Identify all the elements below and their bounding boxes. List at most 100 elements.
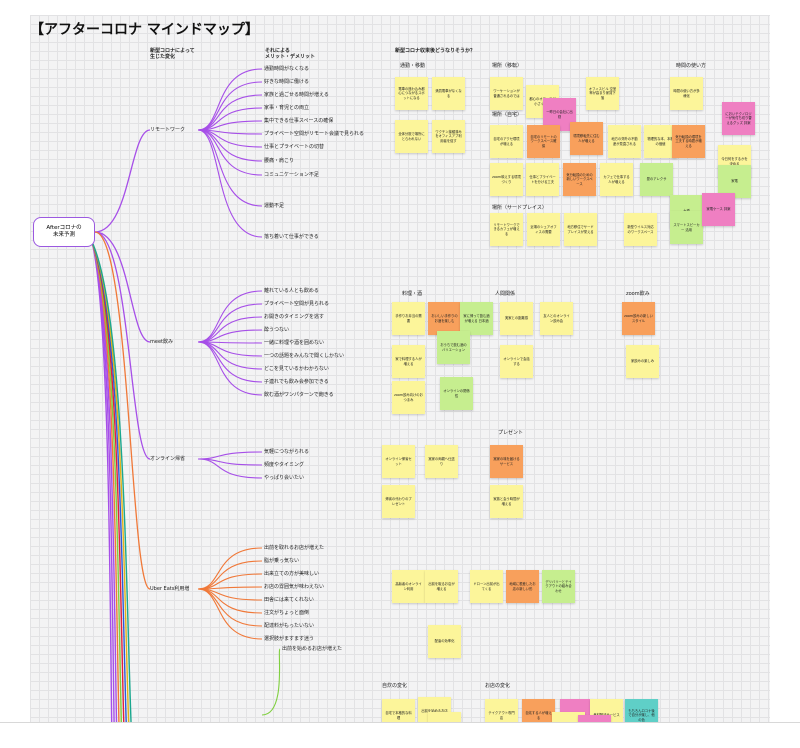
- sticky-note[interactable]: 家に帰って飲む酒が増える 日本酒: [460, 302, 493, 335]
- root-node[interactable]: Afterコロナの 未来予測: [33, 217, 95, 247]
- sticky-note[interactable]: 家族と会う時間が増える: [490, 485, 523, 518]
- sticky-note[interactable]: 満員電車がなくなる: [432, 77, 465, 110]
- sticky-note[interactable]: 高齢者のオンライン利用: [392, 570, 425, 603]
- sticky-note[interactable]: 物理的な本、本棚の価値: [644, 125, 677, 158]
- sticky-note[interactable]: ワーケーションが普通されるのでは: [490, 77, 523, 110]
- branch-item[interactable]: 出前を始めるお店が増えた: [282, 646, 343, 652]
- sticky-note[interactable]: 地域に根差したお店の新しい形: [506, 570, 539, 603]
- branch-item[interactable]: 好きな時間に働ける: [264, 79, 310, 85]
- section-zoom: zoom飲み: [626, 291, 650, 297]
- branch-item[interactable]: やっぱり会いたい: [264, 475, 305, 481]
- branch-item[interactable]: お店の雰囲気が味わえない: [264, 584, 325, 590]
- sticky-note[interactable]: 地方の郊外の不動産が見直される: [608, 125, 641, 158]
- sticky-note[interactable]: 実家の味を届けるサービス: [490, 445, 523, 478]
- sticky-note[interactable]: オンライン帰省セット: [382, 445, 415, 478]
- sticky-note[interactable]: 家飲みの楽しみ: [626, 345, 659, 378]
- sticky-note[interactable]: 実家との距離感: [500, 302, 533, 335]
- sticky-note[interactable]: リモートワークできるカフェが増える: [490, 213, 523, 246]
- sticky-note[interactable]: 新型ウイルス対応のワークスペース: [624, 213, 657, 246]
- sticky-note[interactable]: おうちで飲む酒のバリエーション: [437, 331, 470, 364]
- branch-item[interactable]: 運動不足: [264, 203, 285, 209]
- sticky-note[interactable]: オフィスビル 空室率が高まり家賃下落: [586, 77, 619, 110]
- mindmap-board[interactable]: 【アフターコロナ マインドマップ】 Afterコロナの 未来予測 新型コロナによ…: [30, 15, 770, 747]
- section-time: 時間の使い方: [676, 63, 707, 69]
- sticky-note[interactable]: カフェで仕事する人が増える: [600, 163, 633, 196]
- branch-item[interactable]: 出前を取れるお店が増えた: [264, 545, 325, 551]
- section-place-office: 場所（移転）: [492, 63, 523, 69]
- branch-item[interactable]: 選択肢がますます迷う: [264, 636, 315, 642]
- branch-item[interactable]: 腰痛・肩こり: [264, 158, 295, 164]
- sticky-note[interactable]: 仕事とプライベートを分ける工夫: [526, 163, 559, 196]
- branch-item[interactable]: 離れている人とも飲める: [264, 288, 319, 294]
- sticky-note[interactable]: zoom飲みの新しいスタイル: [622, 302, 655, 335]
- branch-item[interactable]: 飲む酒がワンパターンで飽きる: [264, 392, 334, 398]
- sticky-note[interactable]: 出前を取るお店が増える: [425, 570, 458, 603]
- sticky-note[interactable]: 電車の座わ込み都心につながるスポットになる: [395, 77, 428, 110]
- sticky-note[interactable]: 自宅のアクセ環境が増える: [490, 125, 523, 158]
- branch-label[interactable]: リモートワーク: [150, 127, 186, 133]
- branch-label[interactable]: Uber Eats利用増: [150, 586, 190, 592]
- branch-label[interactable]: meet飲み: [150, 339, 173, 345]
- header-future: 新型コロナ収束後どうなりそうか？: [395, 48, 476, 54]
- branch-item[interactable]: お開きのタイミングを逃す: [264, 314, 325, 320]
- section-shop: お店の変化: [485, 683, 511, 689]
- sticky-note[interactable]: 環境移転先に住む人が増える: [570, 122, 603, 155]
- sticky-note[interactable]: 気分転換の環境を工夫する時間が増える: [672, 125, 705, 158]
- branch-item[interactable]: どこを見ているかわからない: [264, 366, 329, 372]
- branch-item[interactable]: 田舎には来てくれない: [264, 597, 314, 603]
- branch-item[interactable]: 落ち着いて仕事ができる: [264, 234, 319, 240]
- sticky-note[interactable]: 家電ケース 評案: [702, 193, 735, 226]
- branch-item[interactable]: 子連れでも飲み会参加できる: [264, 379, 329, 385]
- branch-item[interactable]: 仕事とプライベートの切替: [264, 144, 325, 150]
- sticky-note[interactable]: スマートスピーカー 活用: [670, 211, 703, 244]
- sticky-note[interactable]: デリバリーとテイクアウトの組み合わせ: [542, 570, 575, 603]
- branch-item[interactable]: 配達料がもったいない: [264, 623, 315, 629]
- branch-item[interactable]: 家族と過ごせる時間が増える: [264, 92, 329, 98]
- sticky-note[interactable]: 昼のアレクサ: [640, 163, 673, 196]
- sticky-note[interactable]: 手作りお弁当の需要: [392, 302, 425, 335]
- branch-item[interactable]: 一緒に料理や酒を囲めない: [264, 340, 325, 346]
- sticky-note[interactable]: ワクチン接種済みをオフィスアプ利用者を促す: [432, 120, 465, 153]
- sticky-note[interactable]: おいしい手作りのお酒を楽しむ: [428, 302, 461, 335]
- branch-item[interactable]: 出来立ての方が美味しい: [264, 571, 320, 577]
- sticky-note[interactable]: オンラインで会話する: [500, 345, 533, 378]
- sticky-note[interactable]: 友人とのオンライン飲み会: [540, 302, 573, 335]
- branch-item[interactable]: プライベート空間がリモート会議で見られる: [264, 131, 365, 137]
- branch-item[interactable]: 酔うつない: [264, 327, 290, 333]
- section-commute: 通勤・移動: [400, 63, 426, 69]
- branch-item[interactable]: コミュニケーション不足: [264, 172, 319, 178]
- branch-item[interactable]: 一つの話題をみんなで聞くしかない: [264, 353, 345, 359]
- branch-item[interactable]: 脂が乗っ気ない: [264, 558, 300, 564]
- board-title: 【アフターコロナ マインドマップ】: [30, 22, 259, 38]
- sticky-note[interactable]: 配達の効率化: [428, 625, 461, 658]
- sticky-note[interactable]: 地方移住でサードプレイスが栄える: [564, 213, 597, 246]
- sticky-note[interactable]: 家で料理する人が増える: [392, 345, 425, 378]
- sticky-note[interactable]: 近場のシェアオフィスの需要: [527, 213, 560, 246]
- section-food: 料理・酒: [402, 291, 423, 297]
- section-relations: 人間関係: [495, 291, 516, 297]
- sticky-note[interactable]: 時間の使い方が多様化: [670, 77, 703, 110]
- sticky-note[interactable]: 実家の両親へ仕送り: [425, 445, 458, 478]
- sticky-note[interactable]: オンラインの関係性: [440, 377, 473, 410]
- branch-item[interactable]: 通勤時間がなくなる: [264, 66, 310, 72]
- branch-label[interactable]: オンライン帰省: [150, 456, 186, 462]
- sticky-note[interactable]: 自宅のリモートのワークスペース確保: [527, 125, 560, 158]
- sticky-note[interactable]: においテクノロジーが気付ち切り替えるグッズ 評案: [722, 102, 755, 135]
- sticky-note[interactable]: 全体分散で場所にとらわれない: [395, 120, 428, 153]
- sticky-note[interactable]: ドローン出前が出てくる: [470, 570, 503, 603]
- branch-item[interactable]: 気軽につながられる: [264, 449, 310, 455]
- section-place-third: 場所（サードプレイス）: [492, 205, 547, 211]
- section-place-home: 場所（自宅）: [492, 112, 523, 118]
- header-merits: それによる メリット・デメリット: [265, 48, 316, 60]
- branch-item[interactable]: 家事・育児との両立: [264, 105, 309, 111]
- sticky-note[interactable]: 気分転換のための新しいワークスペース: [563, 163, 596, 196]
- sticky-note[interactable]: 家電: [718, 165, 751, 198]
- branch-item[interactable]: 頻度やタイミング: [264, 462, 305, 468]
- branch-item[interactable]: プライベート空間が見られる: [264, 301, 330, 307]
- branch-item[interactable]: 注文がちょっと面倒: [264, 610, 310, 616]
- sticky-note[interactable]: 帰省の代わりのプレゼント: [382, 485, 415, 518]
- branch-item[interactable]: 集中できる仕事スペースの確保: [264, 118, 334, 124]
- sticky-note[interactable]: zoom映えする環境づくり: [490, 163, 523, 196]
- sticky-note[interactable]: zoom飲み向けのおつまみ: [392, 381, 425, 414]
- bottom-bar: [0, 722, 800, 748]
